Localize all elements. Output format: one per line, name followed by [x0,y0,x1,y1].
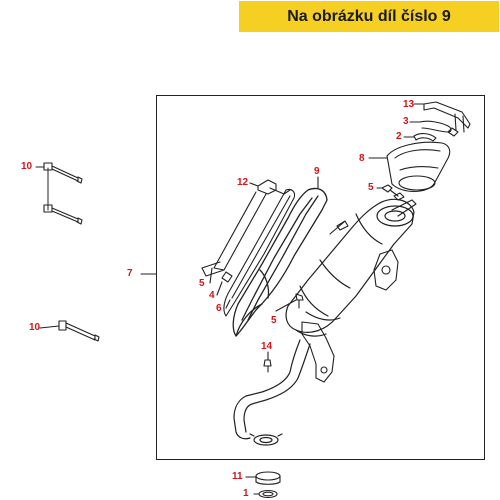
bolt-10-upper [43,162,83,225]
callout-3: 3 [403,116,409,127]
leader-5b [209,267,213,284]
lower-flange [301,321,335,383]
muffler-body-7 [285,198,417,337]
end-cap-8 [386,141,451,193]
guard-plate-4-6 [221,188,296,317]
bolt-10-lower [58,320,100,342]
leader-5c [275,299,297,312]
callout-5-left: 5 [199,278,205,289]
callout-5-bottom: 5 [271,315,277,326]
callout-4: 4 [209,290,215,301]
assembly-frame [156,95,485,460]
clamp-13 [423,101,471,137]
screw-5-right [329,220,349,235]
leader-10b [39,325,60,329]
part-caption-text: Na obrázku díl číslo 9 [287,7,451,25]
mounting-bracket [373,249,399,291]
leader-12 [249,182,259,187]
part-caption-banner: Na obrázku díl číslo 9 [239,1,499,32]
clip-2 [413,133,437,142]
ring-1 [258,489,278,499]
callout-12: 12 [237,177,249,188]
screw-5-bottom [295,293,304,309]
callout-2: 2 [396,131,402,142]
leader-6 [225,299,231,309]
gasket-11 [255,471,281,485]
screw-5-top [381,184,405,201]
callout-7: 7 [127,268,133,279]
callout-1: 1 [243,488,249,499]
strap-12 [201,179,291,277]
callout-8: 8 [359,153,365,164]
callout-5-top: 5 [368,182,374,193]
leader-4 [216,281,223,296]
callout-6: 6 [216,303,222,314]
screw-14 [263,359,272,373]
heat-guard-9 [232,187,328,337]
callout-11: 11 [232,471,243,482]
callout-10-lower: 10 [29,322,41,333]
spring-3 [419,120,452,133]
callout-9: 9 [314,166,320,177]
callout-14: 14 [261,341,273,352]
exhaust-pipe [233,339,311,446]
callout-10-upper: 10 [21,161,33,172]
callout-13: 13 [403,99,415,110]
